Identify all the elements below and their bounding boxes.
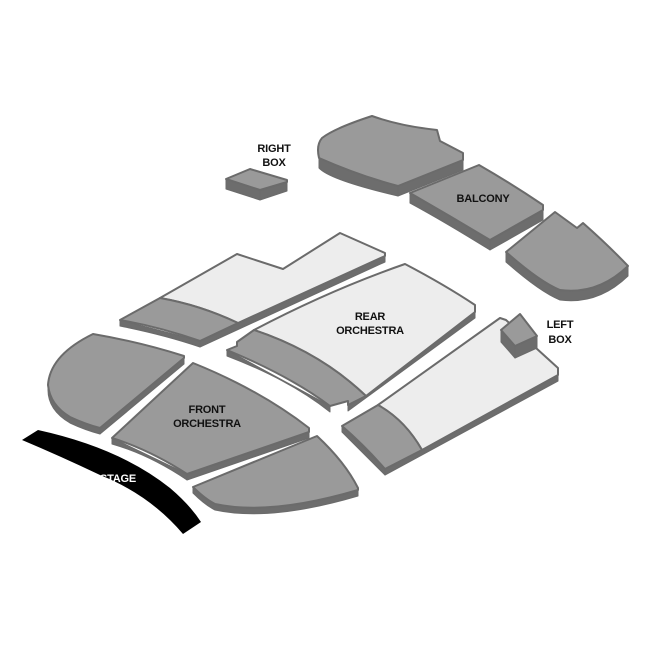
right-box-label-line2: BOX [262, 157, 286, 169]
balcony-section[interactable]: BALCONY [409, 164, 544, 251]
rear-orchestra-label-line1: REAR [355, 311, 386, 323]
left-box-section[interactable]: LEFT BOX [500, 313, 574, 359]
front-orchestra-section[interactable]: FRONT ORCHESTRA [111, 362, 310, 481]
right-box-section[interactable]: RIGHT BOX [225, 143, 291, 201]
balcony-right-section[interactable] [505, 211, 629, 302]
left-box-label-line1: LEFT [547, 319, 574, 331]
orchestra-left-wedge-section[interactable] [47, 333, 185, 435]
rear-orchestra-label-line2: ORCHESTRA [336, 325, 404, 337]
right-box-label-line1: RIGHT [257, 143, 291, 155]
stage-label: STAGE [100, 473, 136, 485]
mezzanine-left-section[interactable] [119, 232, 386, 348]
rear-orchestra-section[interactable]: REAR ORCHESTRA [226, 263, 476, 413]
orchestra-front-right-wedge-section[interactable] [192, 435, 359, 515]
front-orchestra-label-line2: ORCHESTRA [173, 418, 241, 430]
left-box-label-line2: BOX [548, 334, 572, 346]
balcony-label: BALCONY [457, 193, 511, 205]
front-orchestra-label-line1: FRONT [189, 404, 226, 416]
stage-section[interactable]: STAGE [22, 430, 201, 534]
balcony-left-section[interactable] [317, 115, 464, 197]
